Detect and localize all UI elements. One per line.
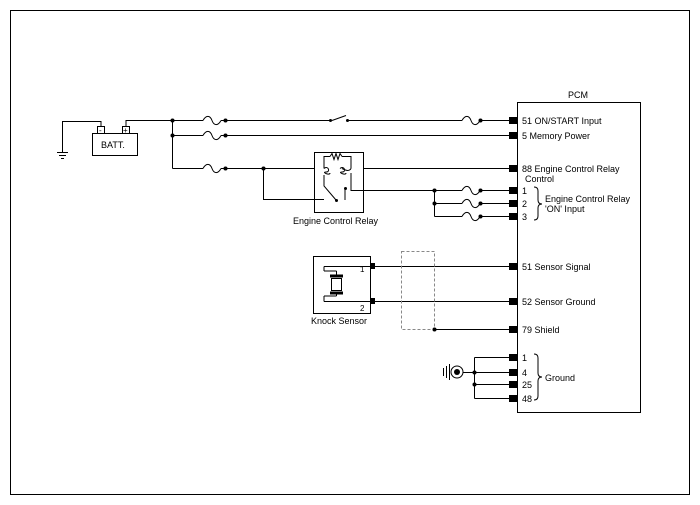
- knock-sensor-wiring: [375, 251, 509, 332]
- ground-label: Ground: [545, 373, 575, 383]
- relay-box: [314, 152, 364, 213]
- pcm-box: [517, 102, 641, 413]
- pin-ground-48: 48: [522, 394, 532, 404]
- fuse-icon: [202, 115, 222, 126]
- pin-ecr-on-1: 1: [522, 186, 527, 196]
- body-ground-icon: [443, 364, 464, 380]
- battery-label: BATT.: [101, 140, 125, 150]
- ecr-on-label-line2: 'ON' Input: [545, 204, 585, 214]
- ground-brace: [533, 353, 543, 401]
- relay-coil-icon: [323, 167, 352, 175]
- pcm-pins: 51 ON/START Input 5 Memory Power 88 Engi…: [509, 116, 631, 404]
- pin-ground-25: 25: [522, 380, 532, 390]
- fuse-icon: [461, 115, 481, 126]
- knock-sensor: 1 2 Knock Sensor: [311, 256, 375, 326]
- pin-ecr-on-3: 3: [522, 212, 527, 222]
- knock-sensor-pin-1: 1: [360, 265, 365, 274]
- relay-label: Engine Control Relay: [293, 216, 379, 226]
- piezo-element-icon: [324, 270, 343, 297]
- pin-on-start: 51 ON/START Input: [522, 116, 602, 126]
- shield-outline: [401, 251, 435, 330]
- pin-memory-power: 5 Memory Power: [522, 131, 590, 141]
- battery: BATT. - +: [57, 120, 173, 159]
- ignition-switch-icon: [331, 115, 347, 121]
- pin-sensor-signal: 51 Sensor Signal: [522, 262, 591, 272]
- relay-coil-resistor-icon: [329, 151, 343, 162]
- ecr-on-brace: [533, 186, 543, 221]
- fuse-icon: [461, 198, 481, 209]
- fuse-icon: [202, 163, 222, 174]
- battery-neg-label: -: [99, 126, 102, 135]
- ecr-on-label: Engine Control Relay: [545, 194, 631, 204]
- relay-output-wiring: [363, 185, 509, 222]
- power-bus: [170, 115, 509, 200]
- knock-sensor-pin-2: 2: [360, 304, 365, 313]
- fuse-icon: [461, 185, 481, 196]
- pin-shield: 79 Shield: [522, 325, 560, 335]
- fuse-icon: [202, 130, 222, 141]
- ground-wiring: [443, 357, 509, 399]
- pin-ecr-on-2: 2: [522, 199, 527, 209]
- battery-box: [92, 133, 138, 156]
- pin-ecr-control: 88 Engine Control Relay: [522, 164, 620, 174]
- pin-ground-1: 1: [522, 353, 527, 363]
- engine-control-relay: Engine Control Relay: [293, 151, 379, 226]
- pin-sensor-ground: 52 Sensor Ground: [522, 297, 596, 307]
- knock-sensor-label: Knock Sensor: [311, 316, 367, 326]
- pcm-title: PCM: [568, 90, 588, 100]
- diagram-frame: [10, 10, 690, 495]
- pin-ground-4: 4: [522, 368, 527, 378]
- chassis-ground-icon: [57, 152, 68, 159]
- fuse-icon: [461, 211, 481, 222]
- pin-ecr-control-line2: Control: [525, 174, 554, 184]
- battery-pos-label: +: [123, 126, 128, 135]
